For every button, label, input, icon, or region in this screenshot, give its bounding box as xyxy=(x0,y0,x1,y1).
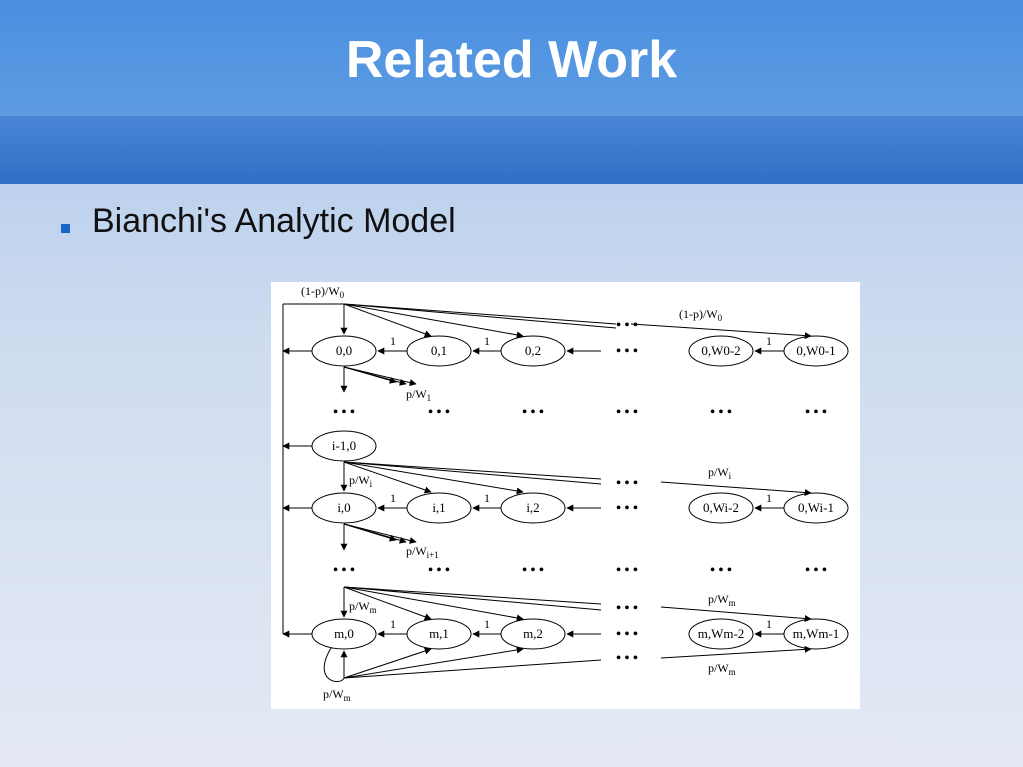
node-label: m,1 xyxy=(429,626,449,641)
ellipsis: • • • xyxy=(805,563,827,578)
edge-label-one: 1 xyxy=(484,334,490,348)
node-label: 0,Wi-2 xyxy=(703,500,739,515)
edge-label-one: 1 xyxy=(484,617,490,631)
markov-chain-diagram: 0,0 0,1 0,2 0,W0-2 0,W0-1 i-1,0 i,0 i,1 … xyxy=(271,282,860,709)
title-bar xyxy=(0,0,1023,116)
node-label: m,Wm-1 xyxy=(793,626,840,641)
ellipsis: • • • xyxy=(616,651,638,666)
prob-label: (1-p)/W0 xyxy=(679,307,723,323)
ellipsis: • • • xyxy=(522,405,544,420)
ellipsis: • • • xyxy=(616,318,638,333)
ellipsis: • • • xyxy=(616,344,638,359)
node-label: m,2 xyxy=(523,626,543,641)
title-band xyxy=(0,116,1023,184)
ellipsis: • • • xyxy=(710,405,732,420)
node-label: m,0 xyxy=(334,626,354,641)
node-label: 0,2 xyxy=(525,343,541,358)
prob-label: p/Wm xyxy=(349,599,377,615)
prob-label: p/Wm xyxy=(708,592,736,608)
prob-label: p/Wm xyxy=(323,687,351,703)
ellipsis: • • • xyxy=(616,601,638,616)
node-label: i-1,0 xyxy=(332,438,356,453)
prob-label: p/W1 xyxy=(406,387,431,403)
ellipsis: • • • xyxy=(616,501,638,516)
prob-label: p/Wi+1 xyxy=(406,544,439,560)
prob-label: (1-p)/W0 xyxy=(301,284,345,300)
prob-label: p/Wi xyxy=(349,473,373,489)
ellipsis: • • • xyxy=(710,563,732,578)
ellipsis: • • • xyxy=(805,405,827,420)
node-label: 0,W0-1 xyxy=(796,343,835,358)
ellipsis: • • • xyxy=(616,405,638,420)
edge-label-one: 1 xyxy=(390,491,396,505)
ellipsis: • • • xyxy=(428,563,450,578)
state-node xyxy=(688,492,754,524)
node-label: i,1 xyxy=(432,500,445,515)
edge-label-one: 1 xyxy=(390,617,396,631)
ellipsis: • • • xyxy=(616,563,638,578)
edge-label-one: 1 xyxy=(766,617,772,631)
edge-label-one: 1 xyxy=(766,334,772,348)
diagram-svg: 0,0 0,1 0,2 0,W0-2 0,W0-1 i-1,0 i,0 i,1 … xyxy=(282,284,849,703)
edge-label-one: 1 xyxy=(766,491,772,505)
state-node xyxy=(688,335,754,367)
ellipsis: • • • xyxy=(333,405,355,420)
ellipsis: • • • xyxy=(522,563,544,578)
prob-label: p/Wi xyxy=(708,465,732,481)
edge-label-one: 1 xyxy=(484,491,490,505)
bullet-text: Bianchi's Analytic Model xyxy=(92,202,456,240)
node-label: 0,1 xyxy=(431,343,447,358)
ellipsis: • • • xyxy=(333,563,355,578)
node-label: i,2 xyxy=(526,500,539,515)
ellipsis: • • • xyxy=(428,405,450,420)
slide-title: Related Work xyxy=(345,31,678,89)
prob-label: p/Wm xyxy=(708,661,736,677)
edge-label-one: 1 xyxy=(390,334,396,348)
ellipsis: • • • xyxy=(616,476,638,491)
node-label: 0,Wi-1 xyxy=(798,500,834,515)
node-label: 0,W0-2 xyxy=(701,343,740,358)
ellipsis: • • • xyxy=(616,627,638,642)
node-label: 0,0 xyxy=(336,343,352,358)
state-node xyxy=(688,618,754,650)
bullet-marker xyxy=(61,224,70,233)
node-label: m,Wm-2 xyxy=(698,626,745,641)
node-label: i,0 xyxy=(337,500,350,515)
